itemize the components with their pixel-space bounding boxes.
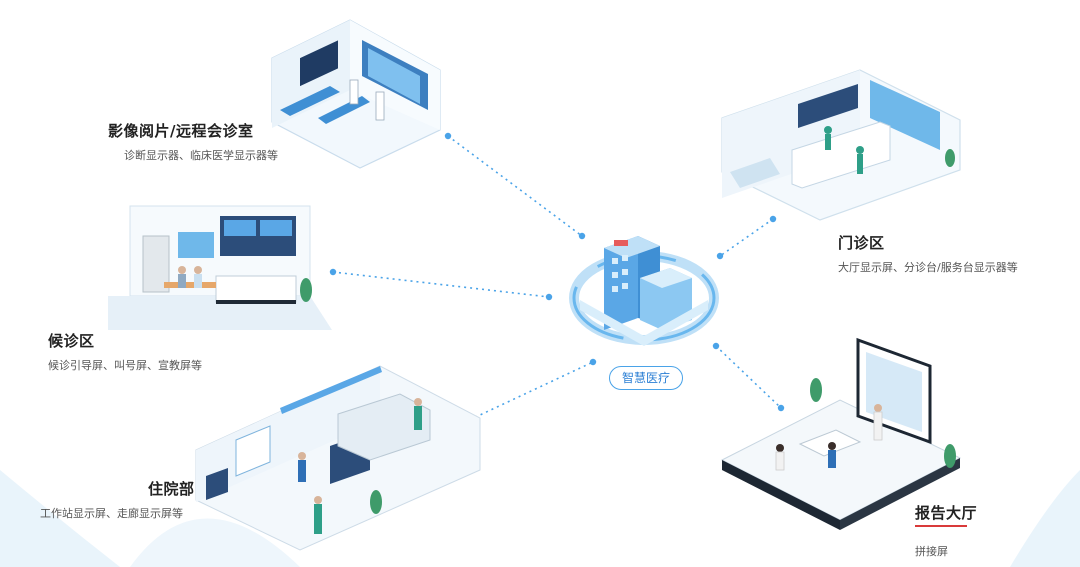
background-decoration xyxy=(0,470,1080,567)
zone-label-imaging: 影像阅片/远程会诊室 诊断显示器、临床医学显示器等 xyxy=(108,120,278,163)
zone-title-report: 报告大厅 xyxy=(915,504,978,522)
zone-title-imaging: 影像阅片/远程会诊室 xyxy=(108,122,254,140)
zone-label-outpatient: 门诊区 大厅显示屏、分诊台/服务台显示器等 xyxy=(838,232,1018,275)
report-hall-illustration xyxy=(720,337,962,530)
zone-desc-outpatient: 大厅显示屏、分诊台/服务台显示器等 xyxy=(838,261,1018,274)
inpatient-illustration xyxy=(195,365,481,551)
zone-title-underline xyxy=(915,525,967,527)
connector-imaging xyxy=(447,135,583,237)
connector-dots xyxy=(329,132,785,434)
zone-title-waiting: 候诊区 xyxy=(48,332,95,350)
zone-desc-report: 拼接屏 xyxy=(915,545,948,558)
zone-desc-waiting: 候诊引导屏、叫号屏、宣教屏等 xyxy=(48,359,202,372)
zone-title-inpatient: 住院部 xyxy=(148,480,195,498)
zone-desc-inpatient: 工作站显示屏、走廊显示屏等 xyxy=(40,507,183,520)
zone-title-outpatient: 门诊区 xyxy=(838,234,885,252)
connector-report xyxy=(715,345,782,409)
zone-label-inpatient: 住院部 工作站显示屏、走廊显示屏等 xyxy=(40,478,195,521)
connector-waiting xyxy=(332,271,550,298)
center-hospital-illustration xyxy=(569,236,719,346)
imaging-room-illustration xyxy=(271,19,441,169)
zone-label-waiting: 候诊区 候诊引导屏、叫号屏、宣教屏等 xyxy=(48,330,202,373)
connector-inpatient xyxy=(447,361,594,431)
connector-outpatient xyxy=(719,218,774,257)
zone-desc-imaging: 诊断显示器、临床医学显示器等 xyxy=(124,149,278,162)
waiting-area-illustration xyxy=(108,205,332,330)
center-label-badge: 智慧医疗 xyxy=(609,366,683,390)
outpatient-illustration xyxy=(721,69,961,221)
zone-label-report: 报告大厅 拼接屏 xyxy=(915,502,977,559)
connector-lines xyxy=(332,135,782,431)
